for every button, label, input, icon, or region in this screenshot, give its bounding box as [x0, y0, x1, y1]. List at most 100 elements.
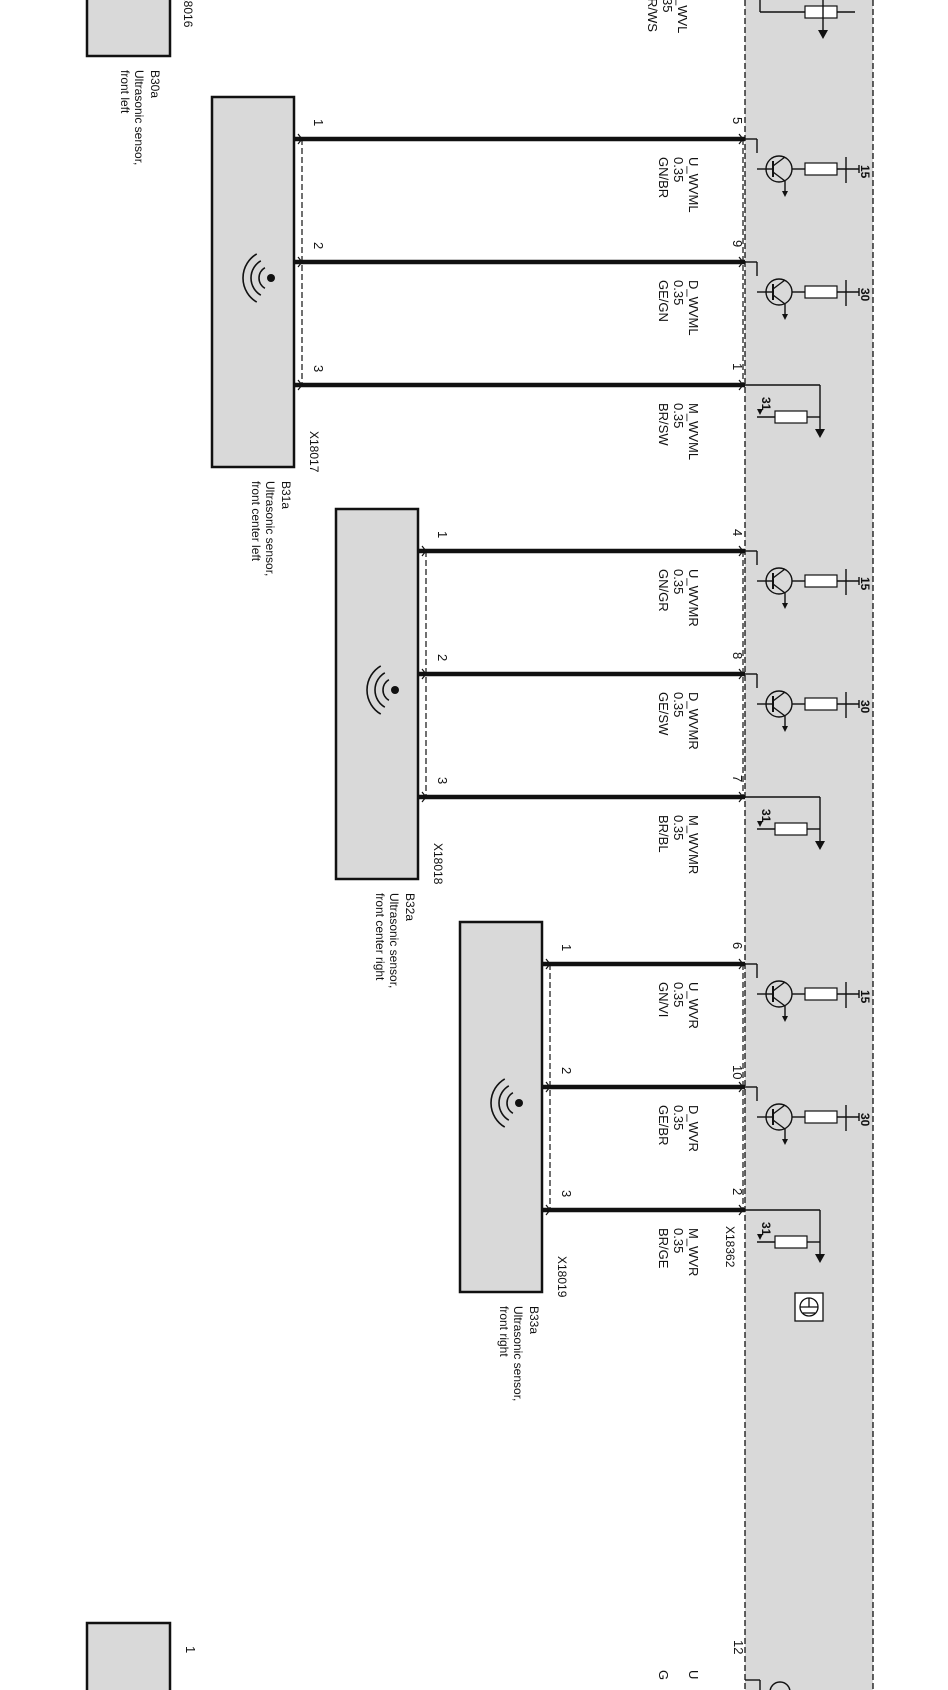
transistor-icon [757, 690, 793, 732]
module-circuit: 30 [745, 1086, 872, 1145]
wire-size: 0.35 [671, 1105, 686, 1130]
wire-color: BR/SW [656, 403, 671, 446]
sensor-pin-bottom: 1 [183, 1646, 198, 1653]
wire-color-bottom: G [656, 1670, 671, 1680]
module-circuit: 31 [745, 384, 825, 438]
sensor-pin-number: 1 [311, 119, 326, 126]
connector-label: X18019 [555, 1256, 569, 1298]
partial-sensor-bottom: 1 12 U G [85, 1621, 791, 1690]
wire-name: D_WVMR [686, 692, 701, 750]
module-pin-number: 7 [730, 775, 745, 782]
wire-name: U_WVML [686, 157, 701, 213]
sensor-pin-number: 1 [435, 531, 450, 538]
connector-label: X18018 [431, 843, 445, 885]
wire-name-bottom: U [686, 1670, 701, 1679]
resistor-icon [804, 162, 838, 176]
sensor-pin-number: 1 [559, 944, 574, 951]
component-id: B31a [279, 481, 293, 509]
wire-size-top: 35 [660, 0, 675, 12]
resistor-icon [774, 410, 808, 424]
wire-color: BR/BL [656, 815, 671, 853]
description-b30a-1: Ultrasonic sensor, [132, 70, 146, 165]
module-circuit: 30 [745, 673, 872, 732]
sensor-pin-number: 2 [311, 242, 326, 249]
terminal-label: 15 [858, 165, 872, 179]
wire-size: 0.35 [671, 403, 686, 428]
module-circuit: 15 [745, 963, 872, 1022]
component-description-1: Ultrasonic sensor, [387, 893, 401, 988]
terminal-label: 31 [759, 397, 773, 411]
module-circuit: 15 [745, 550, 872, 609]
wire-size: 0.35 [671, 982, 686, 1007]
module-pin-bottom: 12 [731, 1640, 746, 1654]
sensor-box-b32a [334, 507, 420, 881]
sensor-box-b31a [210, 95, 296, 469]
terminal-label: 30 [858, 700, 872, 714]
component-description-2: front center left [249, 481, 263, 562]
wire-size: 0.35 [671, 1228, 686, 1253]
wire-name: D_WVML [686, 280, 701, 336]
resistor-icon [774, 822, 808, 836]
sensor-pin-number: 2 [435, 654, 450, 661]
resistor-icon [804, 574, 838, 588]
ground-symbol-icon [794, 1292, 824, 1322]
resistor-icon [804, 285, 838, 299]
module-pin-number: 9 [730, 240, 745, 247]
module-pin-number: 5 [730, 117, 745, 124]
wire-color: BR/GE [656, 1228, 671, 1269]
wire-name: M_WVMR [686, 815, 701, 874]
component-description-1: Ultrasonic sensor, [511, 1306, 525, 1401]
ultrasonic-waves-icon [366, 665, 399, 715]
wire-color: GN/VI [656, 982, 671, 1017]
control-module-box [745, 0, 873, 1690]
module-pin-number: 8 [730, 652, 745, 659]
wire-color-top: R/WS [645, 0, 660, 32]
connector-label-b30a: 18016 [181, 0, 195, 28]
resistor-icon [804, 1110, 838, 1124]
wire-name: M_WVML [686, 403, 701, 460]
sensor-pin-number: 2 [559, 1067, 574, 1074]
ultrasonic-waves-icon [242, 253, 275, 303]
component-description-1: Ultrasonic sensor, [263, 481, 277, 576]
wire-size: 0.35 [671, 815, 686, 840]
module-pin-number: 4 [730, 529, 745, 536]
component-id-b30a: B30a [148, 70, 162, 98]
wire-name: U_WVR [686, 982, 701, 1029]
wire-color: GN/BR [656, 157, 671, 198]
wire-color: GE/SW [656, 692, 671, 736]
terminal-label: 30 [858, 1113, 872, 1127]
connector-label: X18017 [307, 431, 321, 473]
wire-size: 0.35 [671, 280, 686, 305]
wire-name: M_WVR [686, 1228, 701, 1276]
wire-size: 0.35 [671, 692, 686, 717]
sensor-box-b30a [85, 0, 172, 58]
ultrasonic-waves-icon [490, 1078, 523, 1128]
resistor-icon [774, 1235, 808, 1249]
module-connector-label: X18362 [723, 1226, 737, 1268]
module-circuit: 31 [745, 1209, 825, 1263]
module-circuit: 30 [745, 261, 872, 320]
terminal-label: 30 [858, 288, 872, 302]
wire-color: GN/GR [656, 569, 671, 612]
module-pin-number: 10 [730, 1065, 745, 1079]
component-description-2: front right [497, 1306, 511, 1357]
terminal-label: 15 [858, 577, 872, 591]
sensor-pin-number: 3 [559, 1190, 574, 1197]
partial-sensor-b30a: 18016 B30a Ultrasonic sensor, front left… [85, 0, 855, 165]
wire-name: D_WVR [686, 1105, 701, 1152]
wire-size: 0.35 [671, 569, 686, 594]
wire-name-top: _WVL [675, 0, 690, 33]
module-circuit: 15 [745, 138, 872, 197]
sensor-box-b33a [458, 920, 544, 1294]
